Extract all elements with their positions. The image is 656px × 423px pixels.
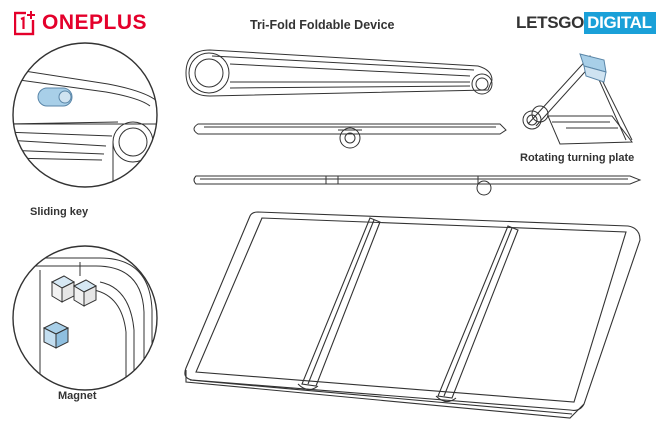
letsgodigital-logo: LETSGO DIGITAL xyxy=(516,12,656,34)
oneplus-logo-text: ONEPLUS xyxy=(42,11,148,34)
oneplus-logo-icon xyxy=(14,10,36,36)
figure-title: Tri-Fold Foldable Device xyxy=(250,18,395,32)
flat-open-device-drawing xyxy=(193,175,642,196)
caption-rotating-plate: Rotating turning plate xyxy=(520,152,635,164)
half-open-device-drawing xyxy=(193,123,507,149)
magnet-detail xyxy=(12,245,158,391)
tent-mode-device-drawing xyxy=(522,53,633,145)
unfolded-device-perspective xyxy=(184,211,641,419)
oneplus-logo: ONEPLUS xyxy=(14,8,147,38)
sliding-key-detail xyxy=(12,42,158,188)
caption-sliding-key: Sliding key xyxy=(30,206,89,218)
caption-magnet: Magnet xyxy=(58,390,97,402)
letsgo-text: LETSGO xyxy=(516,13,585,32)
folded-device-drawing xyxy=(185,49,493,97)
digital-text: DIGITAL xyxy=(584,12,656,34)
